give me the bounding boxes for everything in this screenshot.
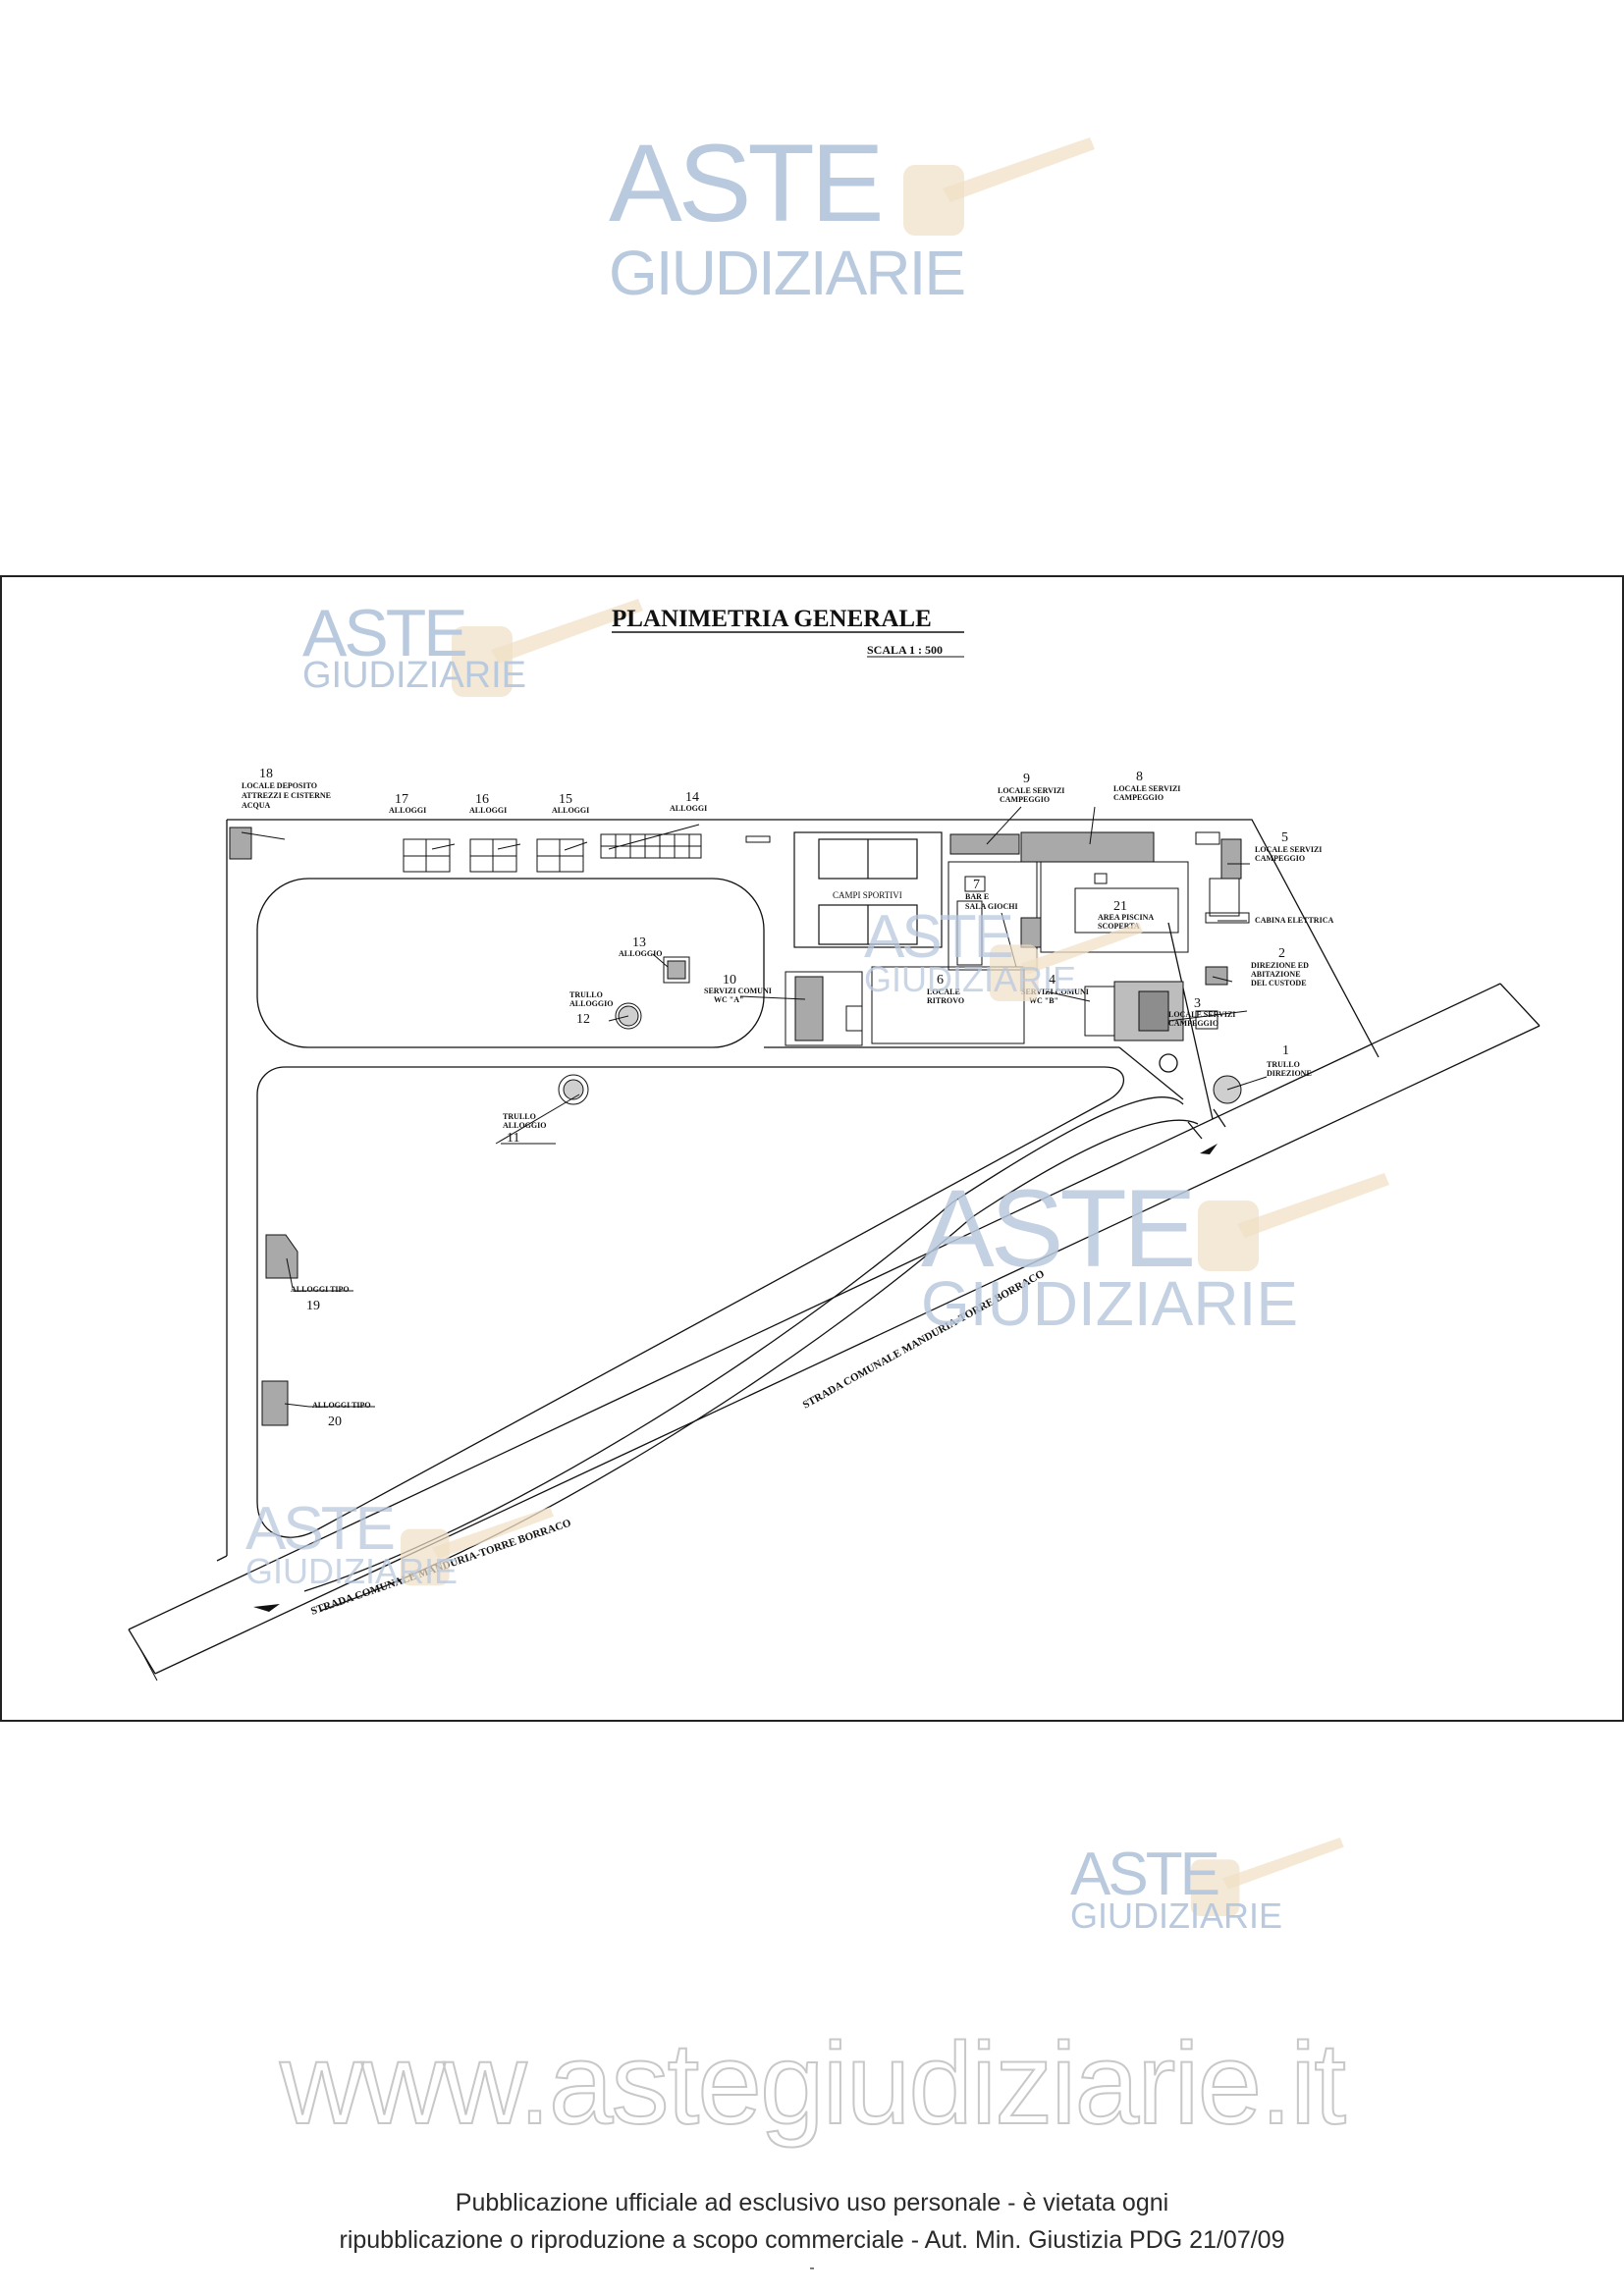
svg-text:CAMPEGGIO: CAMPEGGIO <box>1113 793 1164 802</box>
svg-text:ALLOGGIO: ALLOGGIO <box>503 1121 546 1130</box>
svg-text:SERVIZI COMUNI: SERVIZI COMUNI <box>1021 988 1089 996</box>
svg-text:DIREZIONE: DIREZIONE <box>1267 1069 1312 1078</box>
svg-text:GIUDIZIARIE: GIUDIZIARIE <box>245 1551 458 1591</box>
svg-text:9: 9 <box>1023 772 1030 786</box>
drawing-frame <box>0 575 1624 1722</box>
svg-text:ALLOGGIO: ALLOGGIO <box>569 999 613 1008</box>
sports-fields: CAMPI SPORTIVI <box>793 831 943 948</box>
svg-text:LOCALE SERVIZI: LOCALE SERVIZI <box>1255 845 1322 854</box>
svg-text:ALLOGGI TIPO: ALLOGGI TIPO <box>291 1285 350 1294</box>
svg-text:6: 6 <box>937 973 944 988</box>
svg-text:DIREZIONE ED: DIREZIONE ED <box>1251 961 1309 970</box>
svg-text:ALLOGGI TIPO: ALLOGGI TIPO <box>312 1401 371 1410</box>
drawing-title: PLANIMETRIA GENERALE <box>612 606 932 632</box>
svg-text:ASTE: ASTE <box>1070 1841 1218 1908</box>
svg-text:ASTE: ASTE <box>921 1167 1193 1290</box>
svg-text:LOCALE SERVIZI: LOCALE SERVIZI <box>998 786 1064 795</box>
svg-text:8: 8 <box>1136 770 1143 784</box>
svg-text:CAMPEGGIO: CAMPEGGIO <box>1168 1019 1218 1028</box>
svg-text:TRULLO: TRULLO <box>569 990 603 999</box>
svg-text:SERVIZI COMUNI: SERVIZI COMUNI <box>704 987 772 995</box>
buildings <box>229 827 1250 1426</box>
svg-text:CAMPI SPORTIVI: CAMPI SPORTIVI <box>833 890 902 900</box>
svg-text:ASTE: ASTE <box>609 122 881 244</box>
svg-text:17: 17 <box>395 792 408 807</box>
footer-notice-line3: - <box>809 2260 815 2276</box>
svg-text:DEL CUSTODE: DEL CUSTODE <box>1251 979 1307 988</box>
svg-text:CAMPEGGIO: CAMPEGGIO <box>1000 795 1050 804</box>
svg-text:LOCALE: LOCALE <box>927 988 960 996</box>
drawing-scale: SCALA 1 : 500 <box>867 643 943 657</box>
svg-text:ABITAZIONE: ABITAZIONE <box>1251 970 1301 979</box>
svg-text:7: 7 <box>973 878 980 892</box>
svg-text:4: 4 <box>1049 973 1056 988</box>
svg-text:19: 19 <box>306 1299 320 1313</box>
svg-text:GIUDIZIARIE: GIUDIZIARIE <box>302 655 526 696</box>
footer-notice-line1: Pubblicazione ufficiale ad esclusivo uso… <box>455 2189 1169 2216</box>
svg-text:12: 12 <box>576 1012 590 1027</box>
svg-text:ALLOGGI: ALLOGGI <box>389 806 426 815</box>
svg-text:BAR E: BAR E <box>965 892 989 901</box>
svg-text:1: 1 <box>1282 1043 1289 1058</box>
svg-text:13: 13 <box>632 935 646 950</box>
watermark-logo-center: ASTE GIUDIZIARIE <box>921 1167 1389 1339</box>
svg-text:ASTE: ASTE <box>864 903 1012 971</box>
svg-text:15: 15 <box>559 792 572 807</box>
svg-text:20: 20 <box>328 1415 342 1429</box>
svg-text:11: 11 <box>507 1131 519 1146</box>
svg-text:GIUDIZIARIE: GIUDIZIARIE <box>921 1268 1298 1339</box>
svg-text:ASTE: ASTE <box>302 596 465 670</box>
svg-text:CAMPEGGIO: CAMPEGGIO <box>1255 854 1305 863</box>
svg-text:16: 16 <box>475 792 489 807</box>
svg-text:2: 2 <box>1278 946 1285 961</box>
site-plan <box>128 819 1541 1682</box>
watermark-logo-mid: ASTE GIUDIZIARIE <box>864 903 1143 1001</box>
footer-notice-line2: ripubblicazione o riproduzione a scopo c… <box>339 2226 1285 2254</box>
svg-text:GIUDIZIARIE: GIUDIZIARIE <box>864 959 1076 999</box>
svg-text:ALLOGGIO: ALLOGGIO <box>619 949 662 958</box>
svg-text:ALLOGGI: ALLOGGI <box>670 804 707 813</box>
direction-arrows <box>253 1144 1218 1612</box>
svg-text:SCOPERTA: SCOPERTA <box>1098 922 1140 931</box>
site-labels: 18 LOCALE DEPOSITO ATTREZZI E CISTERNE A… <box>242 767 1333 1429</box>
svg-text:AREA PISCINA: AREA PISCINA <box>1098 913 1154 922</box>
svg-text:LOCALE DEPOSITO: LOCALE DEPOSITO <box>242 781 317 790</box>
svg-text:ALLOGGI: ALLOGGI <box>469 806 507 815</box>
svg-text:ACQUA: ACQUA <box>242 801 271 810</box>
svg-text:ALLOGGI: ALLOGGI <box>552 806 589 815</box>
svg-text:14: 14 <box>685 790 699 805</box>
svg-text:WC "A": WC "A" <box>714 995 743 1004</box>
svg-text:10: 10 <box>723 973 736 988</box>
leader-lines <box>241 806 1268 1408</box>
svg-text:21: 21 <box>1113 899 1127 914</box>
svg-text:LOCALE SERVIZI: LOCALE SERVIZI <box>1113 784 1180 793</box>
svg-text:ATTREZZI E CISTERNE: ATTREZZI E CISTERNE <box>242 791 331 800</box>
svg-text:5: 5 <box>1281 830 1288 845</box>
watermark-logo-small: ASTE GIUDIZIARIE <box>302 596 643 697</box>
svg-text:RITROVO: RITROVO <box>927 996 964 1005</box>
svg-text:ASTE: ASTE <box>245 1495 394 1563</box>
svg-text:TRULLO: TRULLO <box>503 1112 536 1121</box>
svg-text:GIUDIZIARIE: GIUDIZIARIE <box>609 238 964 308</box>
watermark-logo-lower-left: ASTE GIUDIZIARIE <box>245 1495 554 1591</box>
svg-text:WC "B": WC "B" <box>1029 996 1058 1005</box>
svg-text:SALA GIOCHI: SALA GIOCHI <box>965 902 1018 911</box>
svg-text:LOCALE SERVIZI: LOCALE SERVIZI <box>1168 1010 1235 1019</box>
svg-text:18: 18 <box>259 767 273 781</box>
svg-text:3: 3 <box>1194 996 1201 1011</box>
svg-text:GIUDIZIARIE: GIUDIZIARIE <box>1070 1896 1282 1936</box>
svg-text:TRULLO: TRULLO <box>1267 1060 1300 1069</box>
website-url-watermark: www.astegiudiziarie.it <box>279 2018 1347 2150</box>
watermark-logo-top: ASTE GIUDIZIARIE <box>609 122 1095 308</box>
svg-text:CABINA ELETTRICA: CABINA ELETTRICA <box>1255 916 1333 925</box>
watermark-logo-bottom: ASTE GIUDIZIARIE <box>1070 1838 1344 1936</box>
